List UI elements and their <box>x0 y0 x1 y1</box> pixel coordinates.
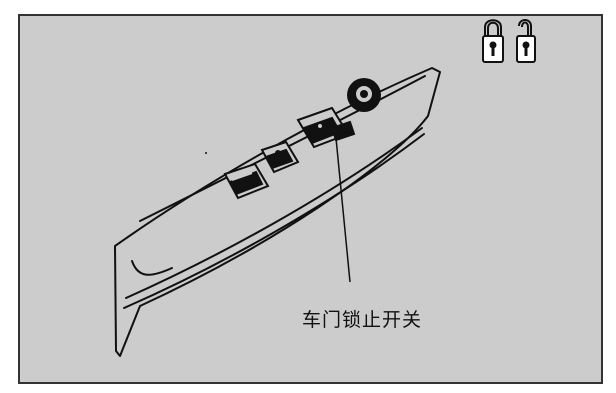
door-pull-handle <box>131 260 173 276</box>
callout-leader-line <box>335 137 351 283</box>
lock-unlocked-icon <box>516 19 536 63</box>
lock-locked-icon <box>482 19 504 63</box>
mirror-control-knob <box>347 78 381 112</box>
armrest-lower-trim-2 <box>123 133 425 309</box>
diagram-canvas: 车门锁止开关 <box>18 14 603 384</box>
door-armrest-illustration <box>114 67 441 357</box>
window-switch-rear-left <box>223 162 270 200</box>
door-lock-switch <box>330 120 356 142</box>
armrest-outline <box>114 67 441 357</box>
armrest-lower-trim <box>125 127 423 299</box>
door-lock-switch-label: 车门锁止开关 <box>302 309 423 331</box>
window-switch-rear-right <box>260 140 300 174</box>
